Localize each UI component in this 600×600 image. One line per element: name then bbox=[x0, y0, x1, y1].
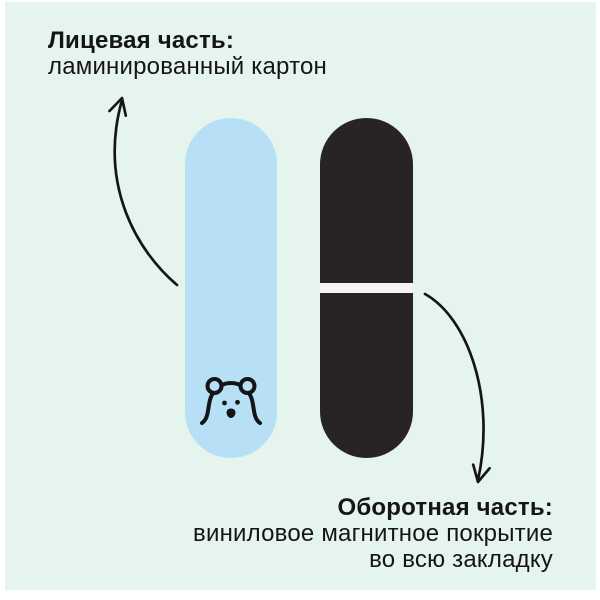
back-side-title: Оборотная часть: bbox=[337, 494, 553, 521]
back-side-label: Оборотная часть: виниловое магнитное пок… bbox=[193, 495, 553, 573]
front-side-title: Лицевая часть: bbox=[48, 27, 235, 54]
back-side-description-line2: во всю закладку bbox=[369, 546, 553, 573]
bear-right-ear bbox=[238, 377, 257, 395]
background-panel bbox=[5, 2, 596, 590]
bookmark-front-side bbox=[185, 118, 277, 458]
magnet-gap-stripe bbox=[320, 283, 413, 293]
bear-head-outline bbox=[200, 380, 262, 425]
front-side-label: Лицевая часть: ламинированный картон bbox=[48, 28, 327, 80]
bear-face-icon bbox=[200, 377, 262, 425]
bear-right-eye bbox=[235, 399, 240, 405]
bear-left-ear bbox=[205, 377, 224, 395]
bear-nose bbox=[226, 408, 236, 418]
back-side-description-line1: виниловое магнитное покрытие bbox=[193, 520, 553, 547]
front-side-description: ламинированный картон bbox=[48, 53, 327, 80]
bear-left-eye bbox=[222, 400, 227, 406]
bookmark-back-side bbox=[320, 118, 413, 458]
